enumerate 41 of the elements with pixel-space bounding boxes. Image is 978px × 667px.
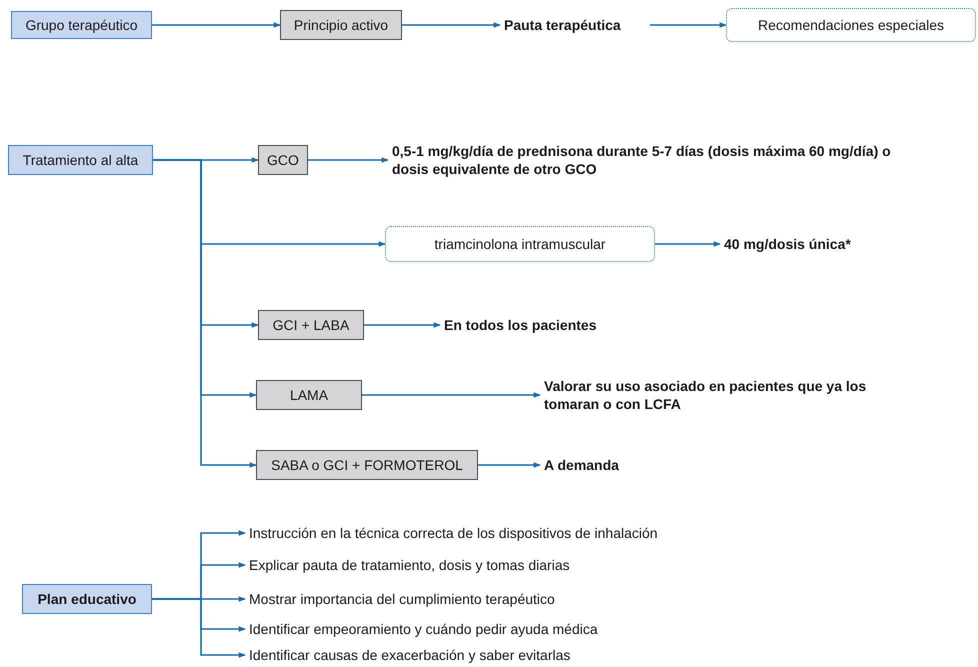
instruction-text: Instrucción en la técnica correcta de los dispositivos de inhalación: [245, 523, 845, 543]
box-label: Plan educativo: [38, 590, 136, 608]
box-label: SABA o GCI + FORMOTEROL: [271, 456, 463, 474]
process-box: [258, 145, 308, 175]
box-label: Grupo terapéutico: [25, 16, 138, 34]
arrow: [152, 22, 281, 28]
note-text: 0,5-1 mg/kg/día de prednisona durante 5-7 días (dosis máxima 60 mg/día) o dosis equivalente de otro GCO: [388, 136, 908, 184]
arrow: [362, 392, 541, 398]
category-box: [8, 145, 153, 175]
dotted-box: [726, 8, 976, 42]
box-label: Principio activo: [294, 16, 388, 34]
instruction-text: Identificar empeoramiento y cuándo pedir ayuda médica: [245, 619, 845, 639]
instruction-text: Identificar causas de exacerbación y saber evitarlas: [245, 645, 845, 665]
note-text: Valorar su uso asociado en pacientes que ya los tomaran o con LCFA: [540, 371, 920, 419]
note-text: Pauta terapéutica: [500, 13, 650, 37]
note-text: En todos los pacientes: [440, 313, 660, 337]
note-text: A demanda: [540, 453, 690, 477]
box-label: triamcinolona intramuscular: [434, 234, 606, 254]
process-box: [256, 450, 478, 480]
arrow: [402, 22, 501, 28]
arrow: [364, 322, 441, 328]
arrow: [308, 157, 389, 163]
box-label: GCI + LABA: [272, 316, 350, 334]
box-label: Recomendaciones especiales: [758, 16, 944, 34]
process-box: [258, 310, 364, 340]
process-box: [256, 380, 362, 410]
instruction-text: Mostrar importancia del cumplimiento terapéutico: [245, 589, 845, 609]
arrow: [478, 462, 541, 468]
instruction-text: Explicar pauta de tratamiento, dosis y tomas diarias: [245, 555, 845, 575]
box-label: Tratamiento al alta: [22, 150, 138, 170]
note-text: 40 mg/dosis única*: [720, 232, 920, 256]
box-label: GCO: [267, 150, 299, 170]
arrow: [655, 241, 721, 247]
arrow: [650, 22, 727, 28]
category-box: [11, 11, 152, 39]
process-box: [280, 10, 402, 40]
box-label: LAMA: [290, 386, 328, 404]
arrow: [152, 598, 246, 658]
category-box: [22, 584, 152, 614]
arrow: [153, 159, 257, 468]
dotted-box: [385, 226, 655, 262]
